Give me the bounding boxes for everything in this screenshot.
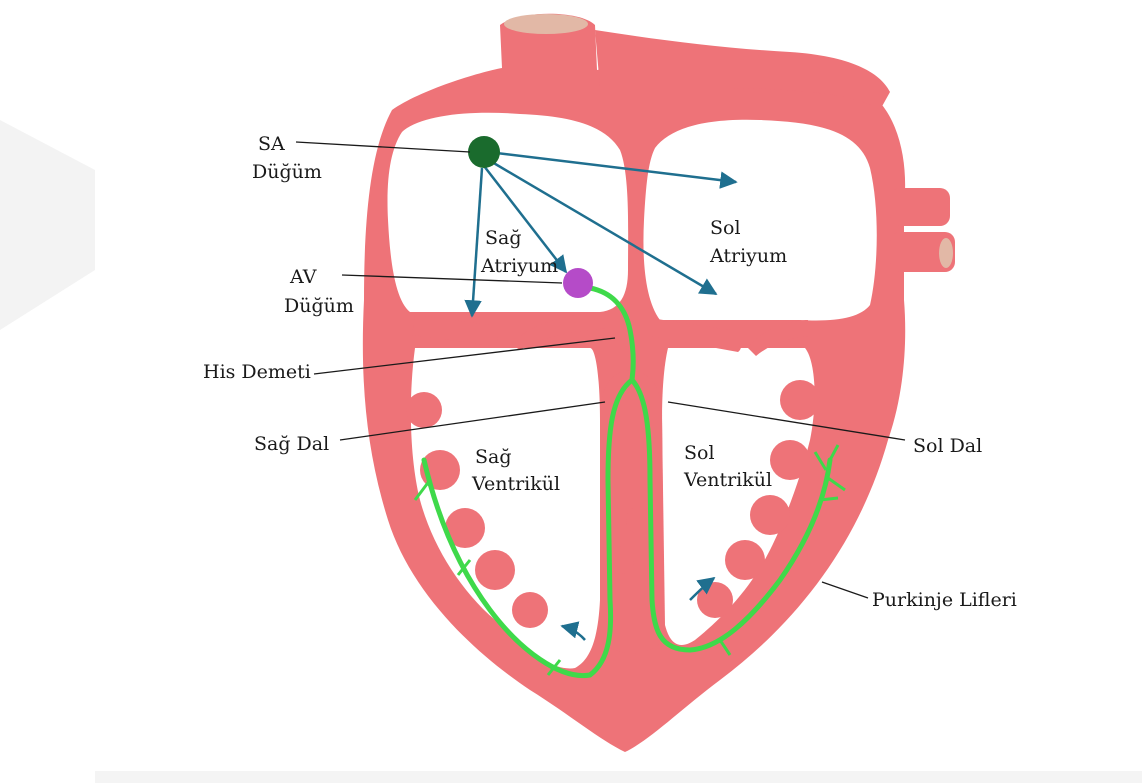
- left-atrium-chamber: [643, 120, 876, 321]
- label-right-branch: Sağ Dal: [254, 433, 329, 455]
- background-shadow: [0, 120, 95, 330]
- superior-vessel-cut: [504, 14, 588, 34]
- sa-node: [468, 136, 500, 168]
- label-left-branch: Sol Dal: [913, 435, 982, 457]
- label-av-node: AV Düğüm: [284, 266, 354, 317]
- pulmonary-vein-upper: [890, 188, 950, 226]
- av-node: [563, 268, 593, 298]
- label-his-bundle: His Demeti: [203, 361, 311, 383]
- label-sa-node: SA Düğüm: [252, 133, 322, 183]
- pulmonary-vein-cut: [939, 238, 953, 268]
- bottom-strip: [95, 771, 1142, 783]
- label-purkinje: Purkinje Lifleri: [872, 589, 1017, 611]
- leader-purkinje: [822, 582, 868, 598]
